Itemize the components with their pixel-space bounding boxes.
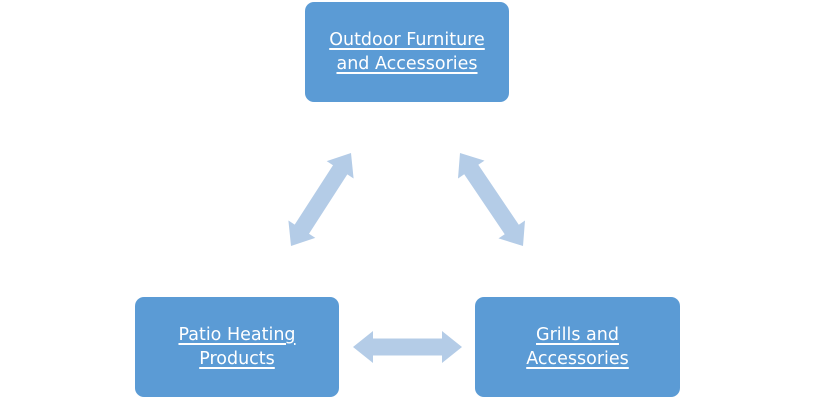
double-arrow-left-right [353,331,462,363]
node-label-line1: Outdoor Furniture [329,30,485,50]
double-arrow-left-top [288,153,354,246]
node-grills[interactable]: Grills and Accessories [475,297,680,397]
node-label-line1: Patio Heating [178,325,296,345]
node-grills-link[interactable]: Grills and Accessories [526,323,629,371]
node-label-line1: Grills and [536,325,619,345]
double-arrow-top-right [458,153,525,246]
node-patio-heating-link[interactable]: Patio Heating Products [178,323,295,371]
node-patio-heating[interactable]: Patio Heating Products [135,297,339,397]
node-label-line2: and Accessories [336,54,478,74]
node-outdoor-furniture-link[interactable]: Outdoor Furniture and Accessories [329,28,485,76]
node-label-line2: Accessories [526,349,629,369]
node-outdoor-furniture[interactable]: Outdoor Furniture and Accessories [305,2,509,102]
node-label-line2: Products [199,349,275,369]
